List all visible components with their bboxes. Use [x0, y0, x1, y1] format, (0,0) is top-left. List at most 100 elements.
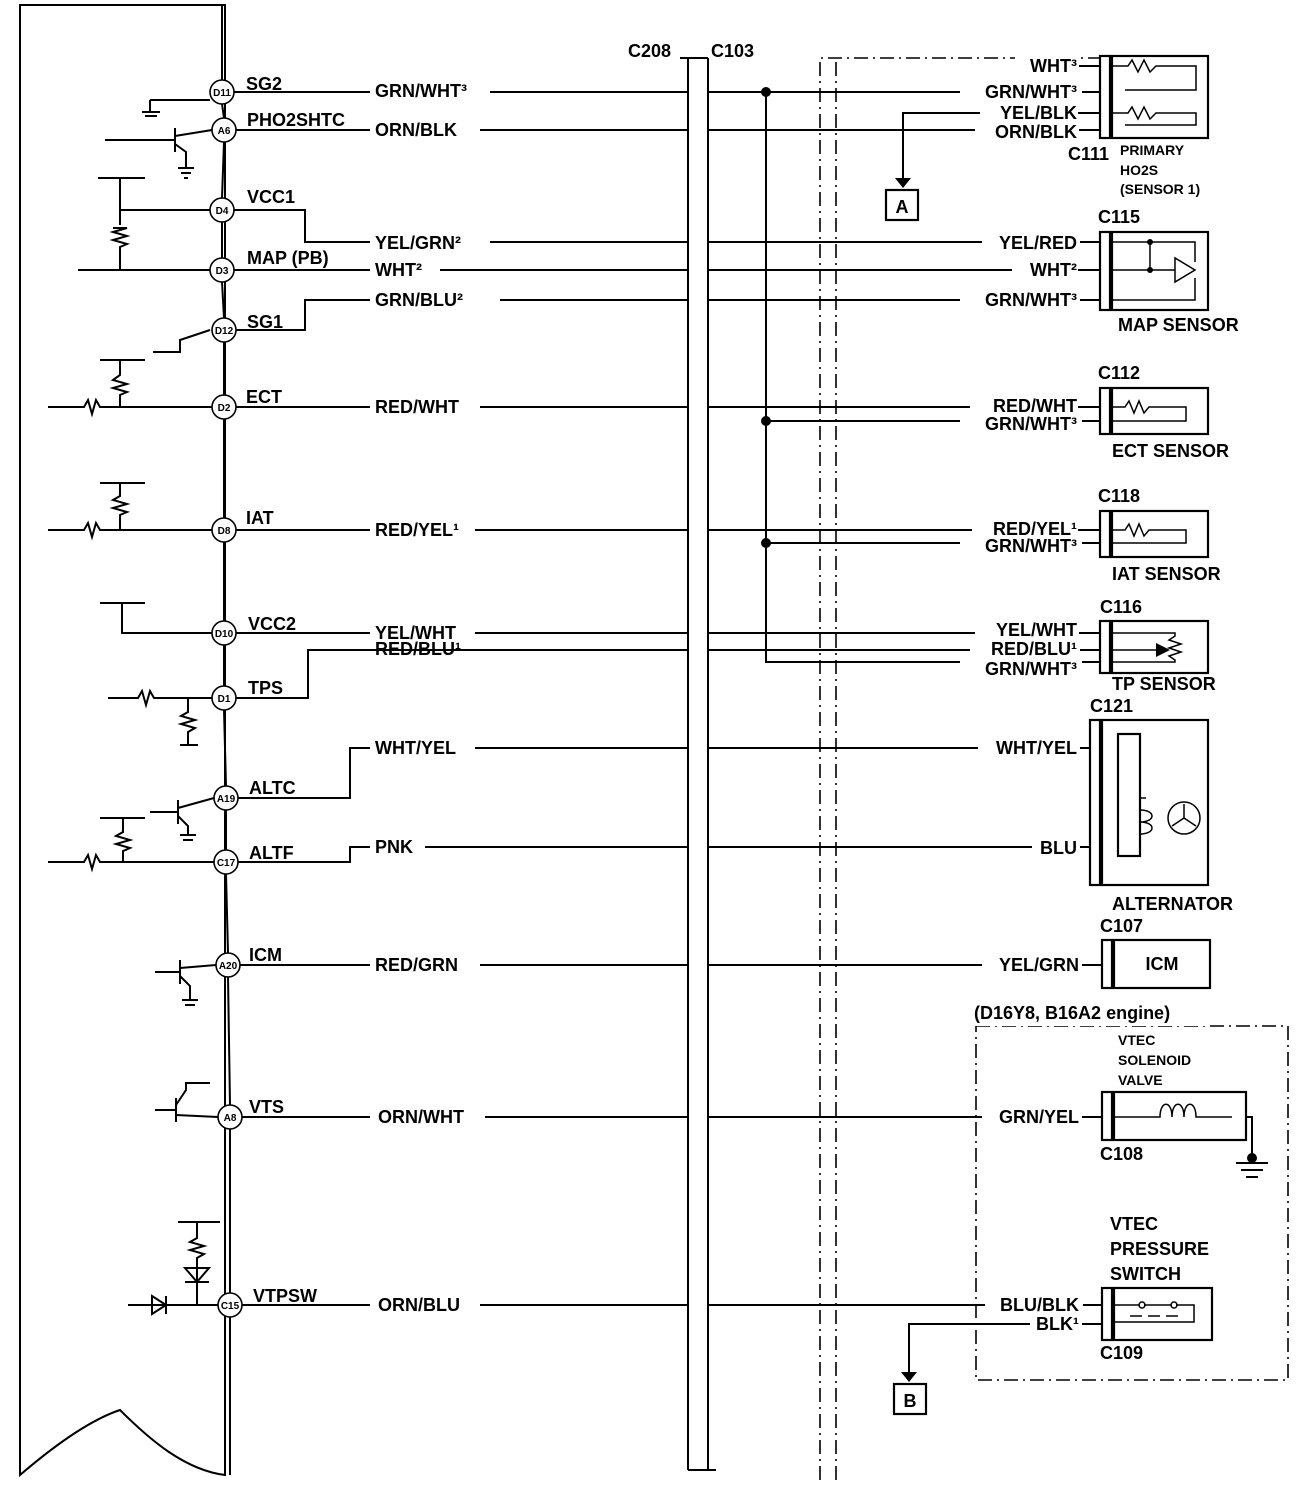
- svg-text:RED/BLU¹: RED/BLU¹: [375, 639, 461, 659]
- svg-text:B: B: [904, 1391, 917, 1411]
- pin-d11: D11 SG2: [209, 74, 282, 105]
- svg-text:SG2: SG2: [246, 74, 282, 94]
- component-map-sensor: C115 MAP SENSOR: [1098, 207, 1239, 335]
- svg-text:PHO2SHTC: PHO2SHTC: [247, 110, 345, 130]
- svg-text:HO2S: HO2S: [1120, 162, 1158, 178]
- svg-text:D1: D1: [218, 694, 231, 705]
- ecm-internal-spine: [221, 5, 231, 1475]
- svg-text:YEL/GRN: YEL/GRN: [999, 955, 1079, 975]
- svg-text:A6: A6: [218, 126, 231, 137]
- svg-text:VCC1: VCC1: [247, 187, 295, 207]
- svg-text:C115: C115: [1098, 207, 1140, 227]
- component-ect-sensor: C112 ECT SENSOR: [1098, 363, 1229, 461]
- svg-text:C118: C118: [1098, 486, 1140, 506]
- svg-text:IAT: IAT: [246, 508, 274, 528]
- svg-text:VCC2: VCC2: [248, 614, 296, 634]
- svg-text:C111: C111: [1068, 144, 1109, 164]
- svg-text:TPS: TPS: [248, 678, 283, 698]
- svg-text:RED/WHT: RED/WHT: [993, 396, 1077, 416]
- svg-text:D12: D12: [215, 326, 234, 337]
- svg-text:ORN/WHT: ORN/WHT: [378, 1107, 464, 1127]
- svg-text:SWITCH: SWITCH: [1110, 1264, 1181, 1284]
- svg-text:ALTC: ALTC: [249, 778, 296, 798]
- svg-text:ALTERNATOR: ALTERNATOR: [1112, 894, 1233, 914]
- svg-text:ORN/BLK: ORN/BLK: [995, 122, 1077, 142]
- ecm-pins: D11 SG2 A6 PHO2SHTC D4 VCC1 D3 MAP (PB) …: [209, 74, 345, 1318]
- svg-text:SG1: SG1: [247, 312, 283, 332]
- pin-a6: A6 PHO2SHTC: [211, 110, 345, 143]
- svg-text:TP SENSOR: TP SENSOR: [1112, 674, 1216, 694]
- svg-text:YEL/WHT: YEL/WHT: [375, 623, 456, 643]
- svg-text:A8: A8: [224, 1113, 237, 1124]
- svg-text:ECT: ECT: [246, 387, 282, 407]
- svg-text:A20: A20: [219, 961, 238, 972]
- component-icm: C107 ICM: [1100, 916, 1212, 990]
- svg-text:D10: D10: [215, 629, 234, 640]
- svg-text:SOLENOID: SOLENOID: [1118, 1052, 1191, 1068]
- right-wire-labels: WHT³ GRN/WHT³ YEL/BLK ORN/BLK YEL/RED WH…: [960, 52, 1083, 1334]
- harness-connector-bar: C208 C103: [628, 41, 754, 1471]
- svg-text:GRN/WHT³: GRN/WHT³: [985, 659, 1077, 679]
- svg-text:C107: C107: [1100, 916, 1143, 936]
- svg-text:YEL/RED: YEL/RED: [999, 233, 1077, 253]
- svg-text:GRN/WHT³: GRN/WHT³: [985, 290, 1077, 310]
- svg-text:ALTF: ALTF: [249, 843, 294, 863]
- component-iat-sensor: C118 IAT SENSOR: [1098, 486, 1221, 584]
- left-wire-labels: GRN/WHT³ ORN/BLK YEL/GRN² WHT² GRN/BLU² …: [370, 76, 500, 1315]
- svg-text:GRN/WHT³: GRN/WHT³: [375, 81, 467, 101]
- svg-text:A: A: [896, 197, 909, 217]
- splice-dots: [761, 87, 771, 548]
- pin-d12: D12 SG1: [211, 312, 283, 343]
- ecm-outline: [19, 4, 226, 1478]
- svg-text:VTS: VTS: [249, 1097, 284, 1117]
- svg-text:(SENSOR 1): (SENSOR 1): [1120, 181, 1200, 197]
- svg-text:YEL/BLK: YEL/BLK: [1000, 103, 1077, 123]
- svg-text:GRN/WHT³: GRN/WHT³: [985, 414, 1077, 434]
- svg-text:PRIMARY: PRIMARY: [1120, 142, 1185, 158]
- pin-d1: D1 TPS: [211, 678, 283, 711]
- svg-text:D4: D4: [216, 206, 229, 217]
- ref-a: A: [884, 178, 920, 222]
- pin-d3: D3 MAP (PB): [209, 248, 329, 283]
- svg-text:BLK¹: BLK¹: [1036, 1314, 1079, 1334]
- svg-text:ECT SENSOR: ECT SENSOR: [1112, 441, 1229, 461]
- pin-d8: D8 IAT: [211, 508, 274, 543]
- component-vtec-solenoid: VTEC SOLENOID VALVE C108: [1100, 1032, 1268, 1178]
- svg-text:D2: D2: [218, 403, 231, 414]
- svg-text:GRN/YEL: GRN/YEL: [999, 1107, 1079, 1127]
- pin-c17: C17 ALTF: [213, 843, 294, 875]
- svg-text:MAP SENSOR: MAP SENSOR: [1118, 315, 1239, 335]
- svg-text:MAP (PB): MAP (PB): [247, 248, 329, 268]
- svg-text:A19: A19: [217, 794, 236, 805]
- connector-c103-label: C103: [711, 41, 754, 61]
- svg-text:WHT³: WHT³: [1030, 56, 1077, 76]
- pin-a19: A19 ALTC: [213, 778, 296, 811]
- component-vtec-pressure-switch: VTEC PRESSURE SWITCH C109: [1100, 1214, 1214, 1363]
- svg-text:YEL/WHT: YEL/WHT: [996, 620, 1077, 640]
- component-ho2s: C111 PRIMARY HO2S (SENSOR 1): [1068, 54, 1210, 197]
- svg-text:VTEC: VTEC: [1118, 1032, 1155, 1048]
- svg-text:WHT²: WHT²: [375, 260, 422, 280]
- svg-text:VTPSW: VTPSW: [253, 1286, 317, 1306]
- svg-text:GRN/WHT³: GRN/WHT³: [985, 536, 1077, 556]
- svg-text:IAT SENSOR: IAT SENSOR: [1112, 564, 1221, 584]
- svg-text:C15: C15: [221, 1301, 240, 1312]
- svg-text:ORN/BLK: ORN/BLK: [375, 120, 457, 140]
- component-alternator: C121 ALTERNATOR: [1088, 696, 1233, 914]
- pin-d10: D10 VCC2: [211, 614, 296, 646]
- pin-d2: D2 ECT: [211, 387, 282, 420]
- svg-text:PNK: PNK: [375, 837, 413, 857]
- svg-text:C121: C121: [1090, 696, 1133, 716]
- connector-c208-label: C208: [628, 41, 671, 61]
- svg-text:RED/YEL¹: RED/YEL¹: [993, 519, 1077, 539]
- svg-text:GRN/WHT³: GRN/WHT³: [985, 82, 1077, 102]
- svg-text:RED/YEL¹: RED/YEL¹: [375, 520, 459, 540]
- svg-text:WHT²: WHT²: [1030, 260, 1077, 280]
- svg-text:D8: D8: [218, 526, 231, 537]
- pin-a8: A8 VTS: [217, 1097, 284, 1130]
- svg-text:C112: C112: [1098, 363, 1140, 383]
- svg-text:PRESSURE: PRESSURE: [1110, 1239, 1209, 1259]
- svg-text:VTEC: VTEC: [1110, 1214, 1158, 1234]
- engine-variant-box: (D16Y8, B16A2 engine): [972, 1003, 1289, 1381]
